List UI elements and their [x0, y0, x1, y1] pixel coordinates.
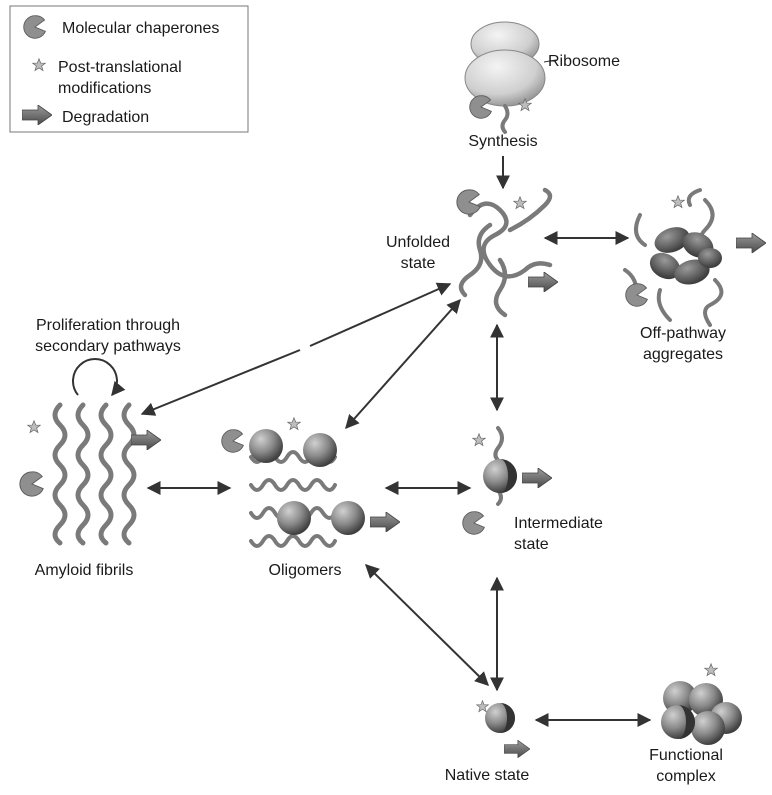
ptm-star-icon [513, 196, 527, 209]
proliferation-label-1: Proliferation through [36, 317, 180, 334]
intermediate-state: Intermediate state [462, 426, 603, 553]
ribosome-leader-line [543, 59, 557, 63]
intermediate-label-1: Intermediate [514, 515, 603, 532]
intermediate-label-2: state [514, 536, 549, 553]
functional-label-2: complex [656, 768, 716, 785]
proliferation-group: Proliferation through secondary pathways [35, 317, 181, 397]
legend-box [9, 5, 249, 133]
transition-arrows [140, 156, 652, 727]
offpathway-aggregates: Off-pathway aggregates [623, 188, 766, 363]
unfolded-label-2: state [401, 255, 436, 272]
arrow-unfolded-oligomers [345, 298, 461, 430]
oligomer-sphere [249, 429, 283, 463]
legend-degradation-label: Degradation [62, 109, 149, 126]
legend-chaperone-label: Molecular chaperones [62, 20, 219, 37]
degradation-arrow-icon [736, 233, 766, 253]
degradation-arrow-icon [528, 272, 558, 292]
chaperone-icon [456, 189, 481, 215]
intermediate-sphere-shade [500, 459, 517, 493]
aggregate-chains [623, 188, 724, 327]
proliferation-loop-arrow [72, 358, 126, 397]
aggregate-blob [649, 252, 681, 280]
oligomer-chains [249, 450, 337, 548]
chaperone-icon [221, 429, 244, 453]
ribosome-group: Ribosome Synthesis [464, 21, 620, 150]
oligomer-sphere [331, 501, 365, 535]
ptm-star-icon [704, 663, 718, 676]
chaperone-icon [462, 511, 485, 535]
aggregate-blob [674, 259, 710, 285]
chaperone-icon [469, 95, 492, 119]
native-sphere-shade [500, 703, 515, 733]
oligomers: Oligomers [221, 417, 400, 579]
legend: Molecular chaperones Post-translational … [9, 5, 249, 133]
unfolded-chain [458, 187, 553, 318]
ptm-star-icon [472, 433, 486, 446]
degradation-arrow-icon [370, 512, 400, 532]
proliferation-label-2: secondary pathways [35, 338, 181, 355]
unfolded-state: Unfolded state [386, 187, 558, 318]
aggregate-blob [654, 227, 690, 253]
nascent-chain [500, 104, 510, 134]
offpathway-label-2: aggregates [643, 346, 723, 363]
native-state: Native state [445, 700, 530, 784]
ptm-star-icon [287, 417, 301, 430]
synthesis-label: Synthesis [468, 133, 537, 150]
arrow-oligomers-native [365, 564, 489, 686]
unfolded-label-1: Unfolded [386, 234, 450, 251]
oligomers-label: Oligomers [269, 562, 342, 579]
functional-label-1: Functional [649, 747, 723, 764]
complex-sphere [691, 711, 725, 745]
chaperone-icon [19, 471, 44, 497]
ptm-star-icon [27, 420, 41, 433]
arrow-unfolded-to-amyloid-upper [309, 282, 452, 347]
ribosome-label: Ribosome [548, 53, 620, 70]
amyloid-fibrils: Amyloid fibrils [19, 402, 161, 579]
ptm-star-icon [671, 195, 685, 208]
fibril-strands [52, 402, 137, 546]
ptm-star-icon [476, 700, 489, 713]
amyloid-label: Amyloid fibrils [35, 562, 134, 579]
oligomer-sphere [277, 501, 311, 535]
legend-ptm-label-2: modifications [58, 80, 151, 97]
functional-complex: Functional complex [649, 663, 742, 785]
chaperone-icon [625, 283, 648, 307]
native-label: Native state [445, 767, 530, 784]
oligomer-sphere [303, 433, 337, 467]
arrow-unfolded-to-amyloid-lower [140, 349, 301, 416]
offpathway-label-1: Off-pathway [640, 325, 726, 342]
complex-sphere-shade [678, 705, 695, 739]
degradation-arrow-icon [504, 740, 530, 758]
degradation-arrow-icon [522, 468, 552, 488]
legend-ptm-label-1: Post-translational [58, 59, 182, 76]
aggregate-blob [698, 248, 722, 268]
